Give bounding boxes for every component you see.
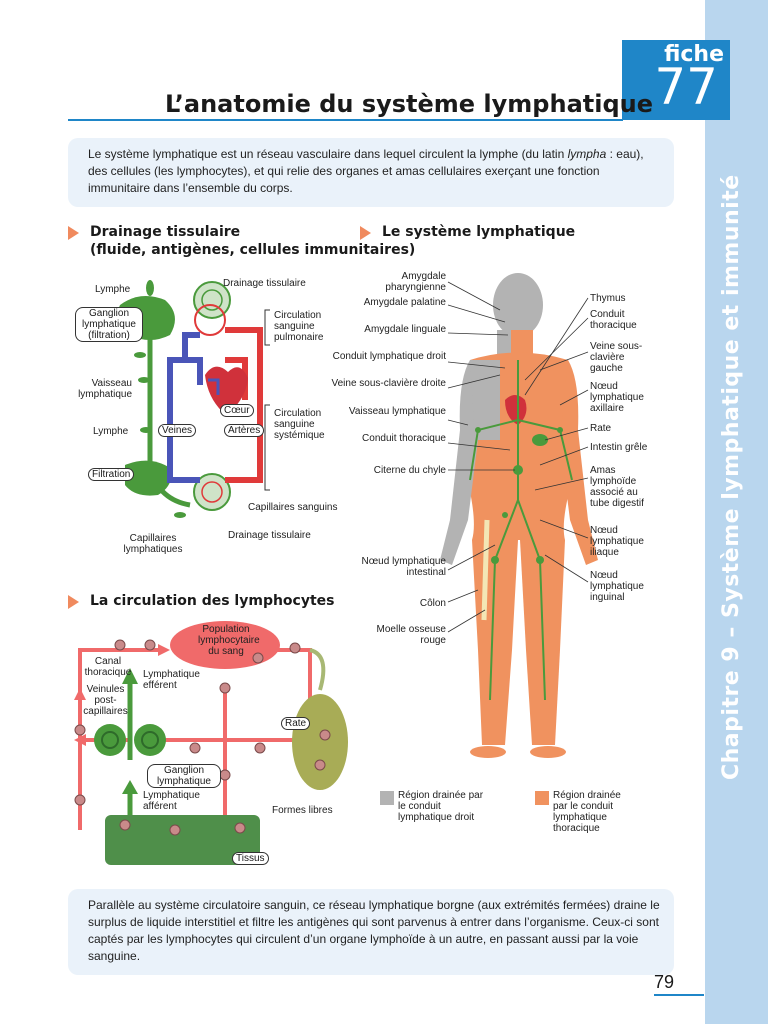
fiche-number: 77 [654, 58, 718, 116]
label-tissus: Tissus [232, 852, 269, 865]
label-circ-pulmonaire: Circulation sanguine pulmonaire [274, 310, 324, 343]
lymphocyte-cell [114, 639, 126, 651]
label-drainage-top: Drainage tissulaire [223, 278, 306, 289]
label-noeud-iliaque: Nœud lymphatique iliaque [590, 525, 644, 558]
lymphocyte-cell [144, 639, 156, 651]
capillary-bed-bottom [193, 473, 231, 511]
label-intestin-grele: Intestin grêle [590, 442, 648, 453]
label-noeud-axillaire: Nœud lymphatique axillaire [590, 381, 644, 414]
lymphocyte-cell [74, 794, 86, 806]
label-rate: Rate [590, 423, 612, 434]
label-moelle-osseuse: Moelle osseuse rouge [376, 624, 446, 646]
section-bullet [360, 226, 371, 240]
label-conduit-thoracique-left: Conduit thoracique [362, 433, 446, 444]
label-capillaires-lymphatiques: Capillaires lymphatiques [123, 533, 183, 555]
label-amas-lymphoide: Amas lymphoïde associé au tube digestif [590, 465, 644, 509]
label-ganglion: Ganglion lymphatique (filtration) [75, 307, 143, 342]
ganglion-node [134, 724, 166, 756]
page-number: 79 [654, 972, 675, 992]
head-shape [493, 273, 543, 337]
ganglion-node [94, 724, 126, 756]
label-veinules: Veinules post-capillaires [83, 684, 128, 717]
legend-label-thoracique: Région drainée par le conduit lymphatiqu… [553, 790, 621, 834]
lymphocyte-cell [289, 642, 301, 654]
label-amygdale-linguale: Amygdale linguale [364, 324, 446, 335]
section2-title: Le système lymphatique [382, 224, 576, 240]
legend-swatch-grey [380, 791, 394, 805]
label-citerne-du-chyle: Citerne du chyle [373, 465, 446, 476]
heart-organ [505, 395, 527, 425]
page-title: L’anatomie du système lymphatique [165, 90, 654, 118]
label-conduit-thoracique-right: Conduit thoracique [590, 309, 637, 331]
spleen-organ [532, 434, 548, 446]
lymphocyte-cell [189, 742, 201, 754]
legend-swatch-orange [535, 791, 549, 805]
label-lymphe-top: Lymphe [95, 284, 131, 295]
section1-title-line1: Drainage tissulaire [90, 224, 241, 240]
label-conduit-lymphatique-droit: Conduit lymphatique droit [332, 351, 446, 362]
capillary-bed-lung [194, 304, 226, 336]
lymphocyte-cell [219, 682, 231, 694]
intro-text-end: : eau), des cellules (les lymphocytes), … [88, 147, 644, 195]
section-bullet [68, 595, 79, 609]
title-rule [68, 119, 623, 121]
lymphocyte-cell [252, 652, 264, 664]
femur-marrow [481, 519, 490, 621]
label-drainage-bottom: Drainage tissulaire [228, 530, 311, 541]
label-circ-systemique: Circulation sanguine systémique [274, 408, 325, 441]
torso-shape [465, 352, 575, 540]
label-vaisseau: Vaisseau lymphatique [78, 378, 132, 400]
intro-text-start: Le système lymphatique est un réseau vas… [88, 147, 568, 161]
label-noeud-intestinal: Nœud lymphatique intestinal [361, 556, 446, 578]
label-vaisseau-lymphatique: Vaisseau lymphatique [348, 406, 446, 417]
section1-title-line2: (fluide, antigènes, cellules immunitaire… [90, 242, 416, 258]
label-lymphatique-afferent: Lymphatique afférent [143, 790, 200, 812]
label-capillaires-sanguins: Capillaires sanguins [248, 502, 338, 513]
label-noeud-inguinal: Nœud lymphatique inguinal [590, 570, 644, 603]
intro-italic-word: lympha [567, 147, 607, 161]
label-amygdale-palatine: Amygdale palatine [363, 297, 446, 308]
right-leg-shape [520, 540, 565, 745]
label-veines: Veines [158, 424, 197, 437]
label-arteres: Artères [224, 424, 265, 437]
lymphocyte-cell [169, 824, 181, 836]
label-lymphatique-efferent: Lymphatique efférent [143, 669, 200, 691]
label-canal-thoracique: Canal thoracique [84, 656, 132, 678]
chapter-sidebar: Chapitre 9 – Système lymphatique et immu… [705, 0, 768, 1024]
label-amygdale-pharyngienne: Amygdale pharyngienne [385, 271, 446, 293]
lymphocyte-cell [319, 729, 331, 741]
chapter-title: Chapitre 9 – Système lymphatique et immu… [719, 174, 744, 780]
spleen-shape [292, 694, 348, 790]
fiche-word: fiche [664, 42, 724, 67]
label-filtration: Filtration [88, 468, 135, 481]
section3-title: La circulation des lymphocytes [90, 593, 335, 609]
fiche-badge: fiche 77 [622, 40, 730, 120]
legend-label-droit: Région drainée par le conduit lymphatiqu… [398, 790, 484, 823]
page-rule [654, 994, 704, 996]
intro-box: Le système lymphatique est un réseau vas… [68, 138, 674, 207]
lymphocyte-cell [119, 819, 131, 831]
lymphocyte-cell [234, 822, 246, 834]
lymphocyte-cell [74, 724, 86, 736]
label-coeur: Cœur [220, 404, 254, 417]
label-veine-sous-claviere-droite: Veine sous-clavière droite [331, 378, 446, 389]
summary-box: Parallèle au système circulatoire sangui… [68, 889, 674, 975]
section-bullet [68, 226, 79, 240]
lymphocyte-cell [219, 769, 231, 781]
label-veine-sous-claviere-gauche: Veine sous-clavière gauche [590, 341, 643, 374]
label-formes-libres: Formes libres [272, 805, 333, 816]
label-population: Population lymphocytaire du sang [198, 624, 260, 657]
lymphocyte-cell [314, 759, 326, 771]
left-leg-shape [472, 540, 518, 745]
lymphocyte-cell [254, 742, 266, 754]
label-thymus: Thymus [590, 293, 626, 304]
right-arm-shape [440, 360, 480, 565]
label-colon: Côlon [419, 598, 446, 609]
label-ganglion-lymphatique: Ganglion lymphatique [147, 764, 221, 788]
label-rate: Rate [281, 717, 311, 730]
veins-path [167, 332, 203, 483]
label-lymphe-mid: Lymphe [93, 426, 129, 437]
